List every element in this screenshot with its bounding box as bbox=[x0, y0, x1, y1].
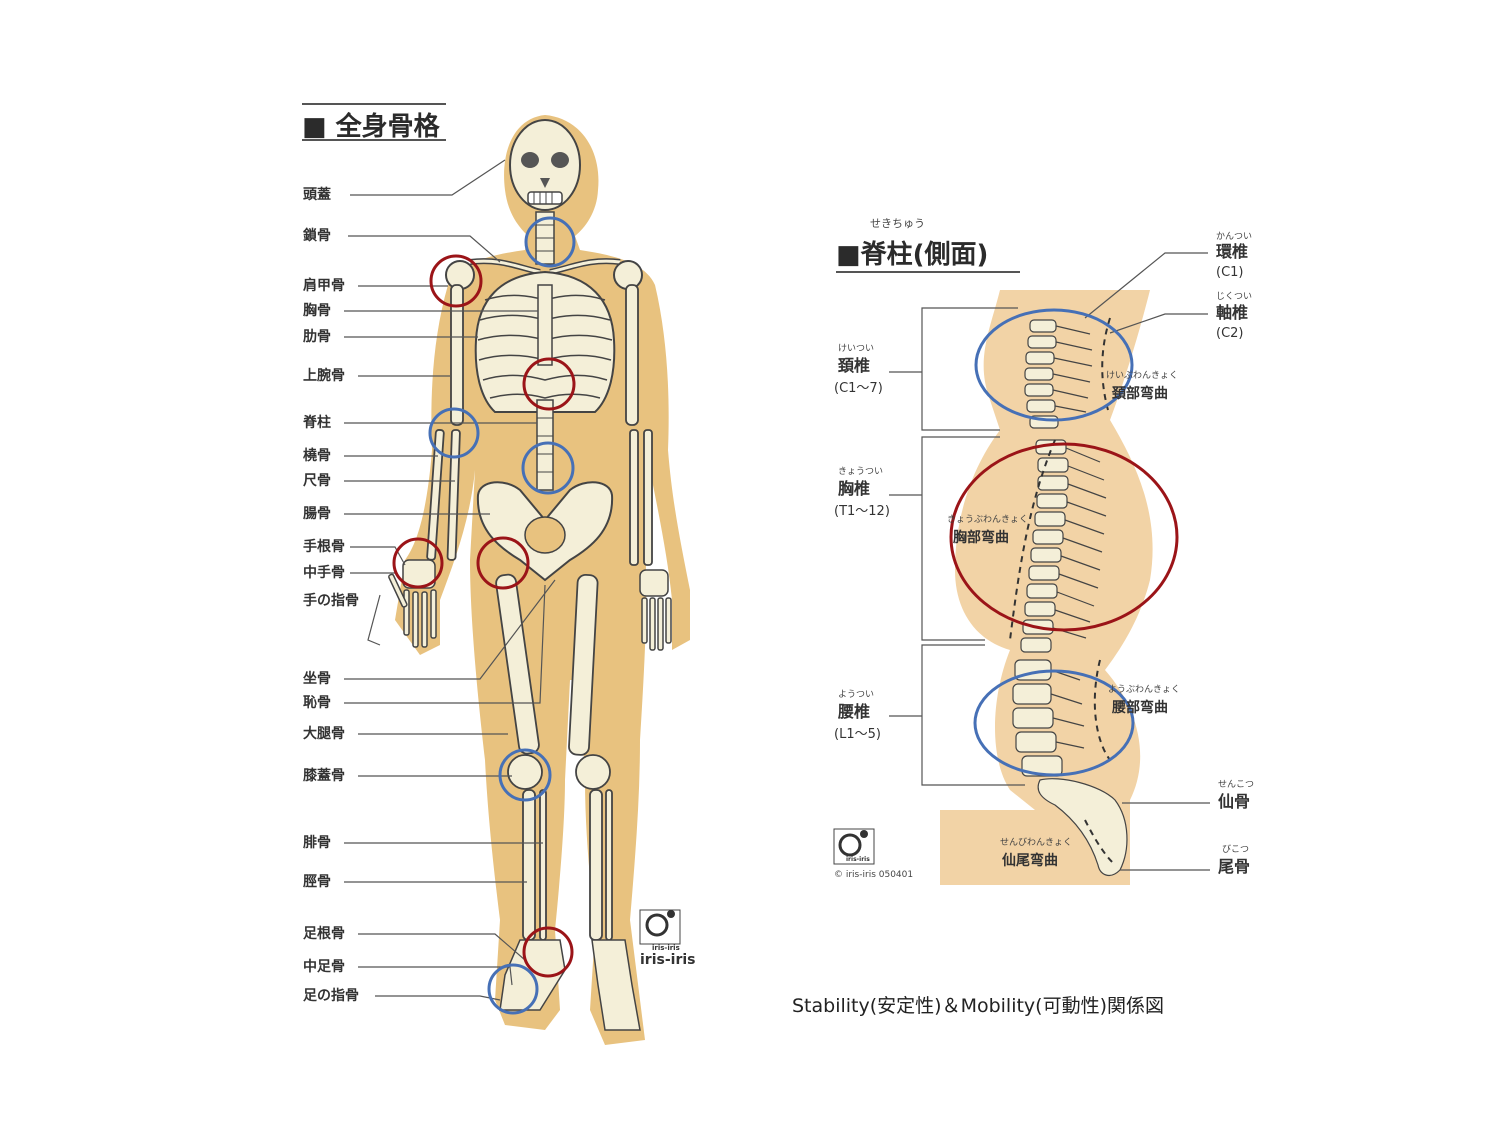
label-ilium: 腸骨 bbox=[303, 506, 331, 522]
label-fibula: 腓骨 bbox=[303, 835, 331, 851]
spine-figure bbox=[830, 252, 1260, 885]
label-phalanges-foot: 足の指骨 bbox=[303, 988, 359, 1004]
stability-circle-thoracic bbox=[522, 357, 576, 411]
label-metatarsals: 中足骨 bbox=[303, 959, 345, 975]
label-tibia: 脛骨 bbox=[303, 874, 331, 890]
mobility-circle-foot bbox=[487, 963, 539, 1015]
label-tarsals: 足根骨 bbox=[303, 926, 345, 942]
mobility-ellipse-cervical bbox=[974, 308, 1134, 422]
stability-circle-hip bbox=[476, 536, 530, 590]
thoracic-label: 胸椎 bbox=[838, 479, 871, 498]
label-pubis: 恥骨 bbox=[303, 695, 331, 711]
stability-ellipse-thoracic bbox=[949, 442, 1179, 632]
label-metacarpals: 中手骨 bbox=[303, 565, 345, 581]
label-femur: 大腿骨 bbox=[303, 726, 345, 742]
cervical-range: (C1〜7) bbox=[834, 381, 883, 396]
sacral-curve-label: 仙尾弯曲 bbox=[1002, 853, 1058, 869]
mobility-ellipse-lumbar bbox=[973, 669, 1135, 777]
stability-mobility-markers bbox=[392, 216, 1179, 1015]
axis-code: (C2) bbox=[1216, 326, 1244, 341]
spine-title-ruby: せきちゅう bbox=[870, 217, 925, 230]
cervical-ruby: けいつい bbox=[838, 344, 875, 354]
logo-text-left: iris-iris bbox=[640, 952, 696, 968]
axis-ruby: じくつい bbox=[1216, 292, 1253, 302]
label-clavicle: 鎖骨 bbox=[303, 228, 331, 244]
atlas-label: 環椎 bbox=[1216, 242, 1249, 261]
stability-circle-scapula bbox=[429, 254, 483, 308]
label-carpals: 手根骨 bbox=[303, 539, 345, 555]
label-phalanges-hand: 手の指骨 bbox=[303, 593, 359, 609]
skeleton-title: ■ 全身骨格 bbox=[302, 112, 440, 142]
sacrum-ruby: せんこつ bbox=[1218, 780, 1255, 790]
stability-circle-wrist bbox=[392, 537, 444, 589]
lumbar-range: (L1〜5) bbox=[834, 727, 881, 742]
spine-title: ■脊柱(側面) bbox=[836, 240, 989, 270]
logo-small-left: iris-iris bbox=[652, 944, 680, 952]
coccyx-ruby: びこつ bbox=[1222, 845, 1250, 855]
leader-lines-left bbox=[344, 159, 556, 1001]
lumbar-curve-ruby: ようぶわんきょく bbox=[1108, 685, 1181, 695]
stability-circle-ankle bbox=[522, 926, 574, 978]
thoracic-curve-ruby: きょうぶわんきょく bbox=[947, 515, 1029, 525]
body-silhouette bbox=[395, 115, 690, 1045]
logo-small-right: iris-iris bbox=[846, 856, 870, 863]
mobility-circle-lumbar bbox=[521, 441, 575, 495]
label-ribs: 肋骨 bbox=[303, 329, 331, 345]
label-patella: 膝蓋骨 bbox=[303, 768, 345, 784]
label-ischium: 坐骨 bbox=[303, 671, 331, 687]
label-spine: 脊柱 bbox=[303, 415, 331, 431]
iris-logo-left bbox=[639, 909, 681, 945]
sacrum-label: 仙骨 bbox=[1218, 792, 1251, 811]
skull bbox=[509, 119, 581, 211]
coccyx-label: 尾骨 bbox=[1218, 857, 1251, 876]
thoracic-range: (T1〜12) bbox=[834, 504, 890, 519]
figure-caption: Stability(安定性)＆Mobility(可動性)関係図 bbox=[792, 995, 1165, 1017]
lumbar-curve-label: 腰部弯曲 bbox=[1112, 700, 1168, 716]
sacral-curve-ruby: せんびわんきょく bbox=[1000, 838, 1073, 848]
axis-label: 軸椎 bbox=[1216, 303, 1249, 322]
label-ulna: 尺骨 bbox=[303, 473, 331, 489]
mobility-circle-elbow bbox=[428, 407, 480, 459]
skeleton-figure bbox=[388, 115, 690, 1045]
mobility-circle-neck bbox=[524, 216, 576, 268]
spine-copyright: © iris-iris 050401 bbox=[834, 870, 914, 880]
label-sternum: 胸骨 bbox=[303, 303, 331, 319]
label-scapula: 肩甲骨 bbox=[303, 278, 345, 294]
label-radius: 橈骨 bbox=[303, 448, 331, 464]
atlas-ruby: かんつい bbox=[1216, 232, 1253, 242]
mobility-circle-knee bbox=[498, 748, 552, 802]
lumbar-ruby: ようつい bbox=[838, 690, 875, 700]
thoracic-curve-label: 胸部弯曲 bbox=[953, 530, 1009, 546]
label-humerus: 上腕骨 bbox=[303, 368, 345, 384]
lumbar-label: 腰椎 bbox=[838, 702, 871, 721]
label-skull: 頭蓋 bbox=[303, 187, 331, 203]
atlas-code: (C1) bbox=[1216, 265, 1244, 280]
iris-logo-right bbox=[833, 828, 875, 865]
cervical-label: 頚椎 bbox=[838, 356, 871, 375]
cervical-curve-label: 頚部弯曲 bbox=[1112, 386, 1168, 402]
thoracic-ruby: きょうつい bbox=[838, 467, 884, 477]
cervical-curve-ruby: けいぶわんきょく bbox=[1106, 371, 1179, 381]
